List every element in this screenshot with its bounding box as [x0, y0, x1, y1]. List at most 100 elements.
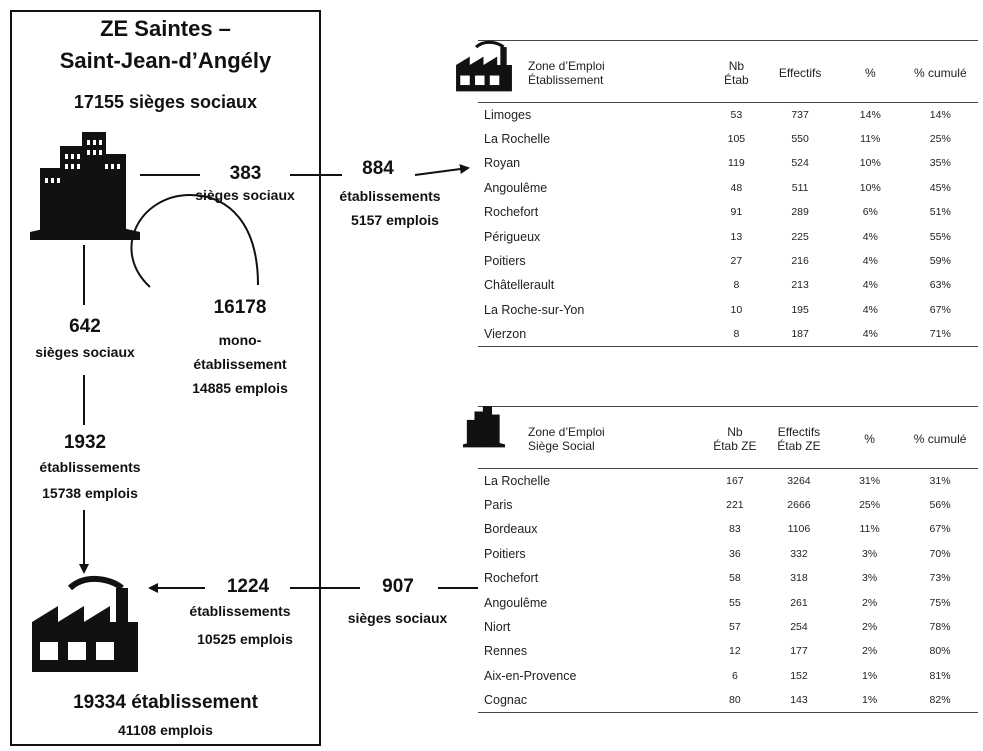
value-cell: 82% [902, 688, 978, 714]
value-cell: 10% [859, 181, 881, 194]
value-cell: 3% [862, 572, 878, 585]
col-header-nb: Nb Étab ZE [708, 411, 761, 469]
value-cell: 71% [902, 322, 978, 348]
value-cell: 261 [790, 596, 808, 609]
mono-label-2: établissement [193, 356, 287, 372]
buildings-icon [30, 132, 140, 240]
value-cell: 550 [791, 133, 809, 146]
zone-name-cell: Poitiers [484, 254, 526, 269]
value-cell: 67% [929, 303, 951, 316]
value-cell: 4% [862, 255, 878, 268]
value-cell: 53 [730, 108, 743, 121]
value-cell: 67% [929, 523, 951, 536]
value-cell: 25% [859, 499, 881, 512]
out-sieges-label: sièges sociaux [195, 187, 295, 203]
value-cell: 152 [790, 669, 808, 682]
value-cell: 31% [859, 474, 881, 487]
zone-name-cell: Angoulême [484, 595, 548, 610]
value-cell: 80 [708, 688, 761, 714]
zone-frame [10, 10, 321, 746]
out-arrow [414, 164, 470, 176]
value-cell: 58 [729, 572, 741, 585]
local-emplois: 15738 emplois [42, 485, 138, 501]
factory-icon [32, 576, 138, 672]
top-table-rule [478, 40, 978, 41]
value-cell: 511 [791, 181, 809, 194]
zone-name-cell: Bordeaux [484, 522, 538, 537]
total-etab: 19334 établissement [73, 692, 258, 713]
value-cell: 318 [790, 572, 808, 585]
value-cell: 213 [791, 279, 809, 292]
zone-name-cell: Angoulême [484, 180, 548, 195]
value-cell: 225 [791, 230, 809, 243]
value-cell: 63% [929, 279, 951, 292]
zone-name-cell: Limoges [484, 107, 532, 122]
value-cell: 13 [730, 230, 743, 243]
value-cell: 6% [862, 206, 878, 219]
value-cell: 119 [728, 157, 745, 170]
value-cell: 3% [862, 547, 878, 560]
value-cell: 78% [929, 621, 951, 634]
bottom-table-rule [478, 406, 978, 407]
value-cell: 27 [730, 255, 743, 268]
table-headquarters-zones: Zone d’Emploi Siège Social Nb Étab ZE Ef… [478, 411, 978, 714]
value-cell: 36 [729, 547, 741, 560]
col-header-pct-cumul: % cumulé [902, 45, 978, 103]
value-cell: 4% [862, 279, 878, 292]
value-cell: 55 [729, 596, 741, 609]
value-cell: 80% [929, 645, 951, 658]
value-cell: 70% [929, 547, 951, 560]
zone-name-cell: Cognac [478, 688, 709, 714]
local-sieges-count: 642 [69, 316, 101, 337]
value-cell: 73% [929, 572, 951, 585]
value-cell: 25% [929, 133, 951, 146]
col-header-pct: % [838, 45, 903, 103]
value-cell: 737 [791, 108, 809, 121]
value-cell: 57 [729, 621, 741, 634]
value-cell: 48 [730, 181, 743, 194]
zone-name-cell: La Rochelle [484, 132, 551, 147]
zone-name-cell: Vierzon [478, 322, 711, 348]
value-cell: 81% [929, 669, 951, 682]
value-cell: 1106 [787, 523, 811, 536]
zone-name-cell: Paris [484, 498, 513, 513]
value-cell: 59% [929, 255, 951, 268]
value-cell: 1% [862, 669, 878, 682]
out-sieges-count: 383 [229, 163, 262, 184]
value-cell: 11% [860, 133, 881, 146]
col-header-pct: % [837, 411, 903, 469]
value-cell: 91 [730, 206, 743, 219]
value-cell: 195 [791, 303, 809, 316]
out-etab-count: 884 [362, 158, 394, 179]
value-cell: 187 [762, 322, 839, 348]
value-cell: 4% [862, 303, 878, 316]
zone-name-cell: Poitiers [484, 546, 526, 561]
value-cell: 2666 [787, 499, 811, 512]
table-row: Bordeaux 83 1106 11% 67% [478, 517, 978, 541]
zone-name-cell: Royan [484, 156, 521, 171]
value-cell: 167 [726, 474, 744, 487]
local-etab-count: 1932 [63, 432, 107, 453]
value-cell: 83 [729, 523, 741, 536]
value-cell: 11% [859, 523, 880, 536]
mono-label-1: mono- [218, 332, 262, 348]
in-emplois: 10525 emplois [197, 631, 293, 647]
value-cell: 8 [710, 322, 763, 348]
value-cell: 143 [760, 688, 838, 714]
in-sieges-count: 907 [382, 576, 414, 597]
in-etab-label: établissements [189, 603, 291, 619]
value-cell: 10 [730, 303, 743, 316]
value-cell: 10% [859, 157, 881, 170]
